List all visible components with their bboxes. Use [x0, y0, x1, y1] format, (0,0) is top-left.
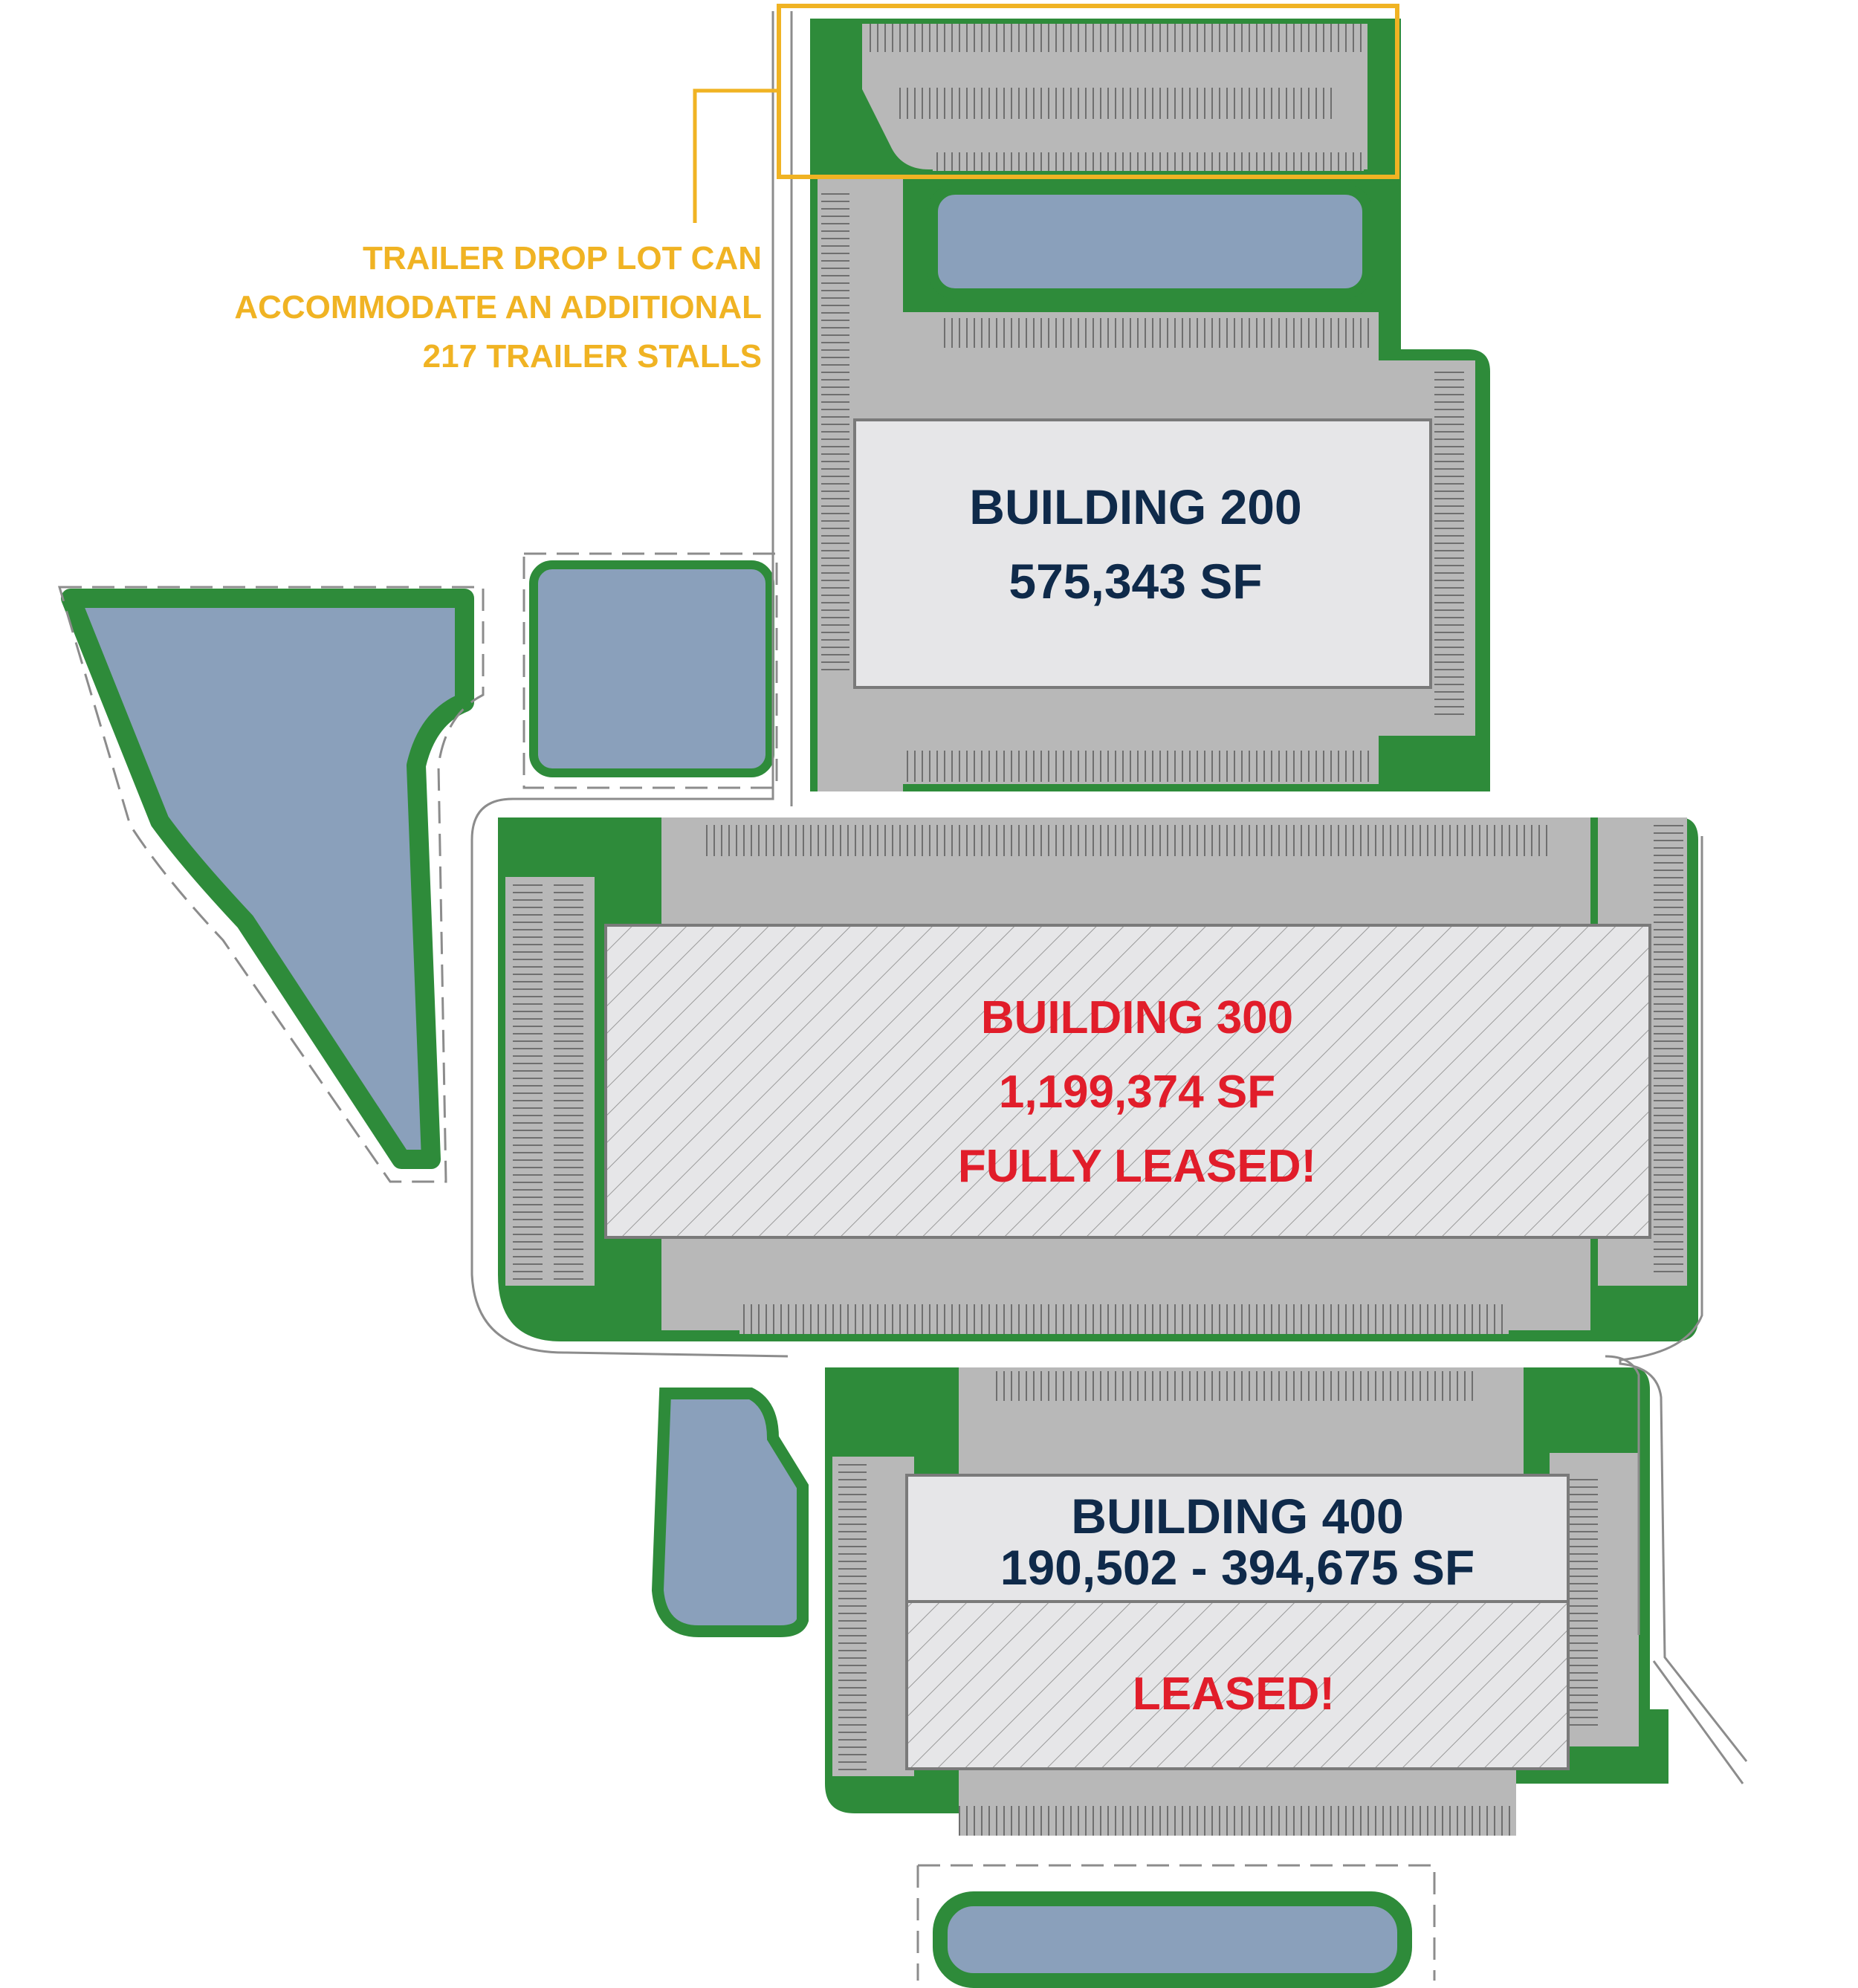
trailer-drop-callout: TRAILER DROP LOT CAN ACCOMMODATE AN ADDI… [234, 4, 1399, 375]
stalls-300-west-b [554, 881, 583, 1282]
stalls-300-east [1654, 825, 1683, 1278]
building-300-footprint [604, 924, 1651, 1239]
building-400-status: LEASED! [1133, 1668, 1335, 1720]
stalls-200-east [1434, 372, 1464, 721]
pond-south-west [651, 1388, 809, 1637]
roads [470, 11, 1748, 1784]
stalls-300-west-a [513, 881, 543, 1282]
building-400-label[interactable]: BUILDING 400 190,502 - 394,675 SF LEASED… [1000, 1489, 1475, 1720]
trailer-stalls-bottom [933, 152, 1364, 171]
callout-line-3: 217 TRAILER STALLS [423, 338, 762, 375]
stalls-200-north [940, 318, 1375, 348]
site-400 [825, 1367, 1668, 1836]
stalls-300-south [739, 1304, 1509, 1334]
building-400-leased [905, 1600, 1570, 1770]
building-300-label[interactable]: BUILDING 300 1,199,374 SF FULLY LEASED! [958, 992, 1316, 1192]
site-300 [498, 817, 1698, 1341]
road-west [470, 11, 789, 1358]
building-200-area: 575,343 SF [1009, 554, 1262, 609]
trailer-stalls-top [870, 24, 1364, 52]
trailer-stalls-mid [896, 88, 1338, 119]
road-diagonal [1652, 1660, 1744, 1784]
road-east-inner [1605, 1355, 1640, 1635]
building-200-name: BUILDING 200 [969, 479, 1301, 534]
road-east [1619, 836, 1748, 1762]
stalls-200-south [907, 751, 1371, 782]
callout-line-1: TRAILER DROP LOT CAN [363, 240, 762, 276]
pond-south [933, 1891, 1412, 1988]
stalls-300-north [702, 825, 1553, 856]
building-200-label[interactable]: BUILDING 200 575,343 SF [969, 479, 1301, 609]
west-ponds [61, 560, 809, 1637]
stalls-200-west [821, 193, 849, 676]
stalls-400-north [996, 1371, 1479, 1401]
building-300-area: 1,199,374 SF [999, 1066, 1275, 1118]
site-200 [810, 19, 1490, 791]
building-400-available [905, 1474, 1570, 1603]
stalls-400-east [1568, 1479, 1598, 1732]
pond-200 [928, 184, 1373, 299]
callout-line-2: ACCOMMODATE AN ADDITIONAL [234, 289, 762, 326]
callout-leader-line [693, 88, 779, 223]
stalls-400-south [959, 1806, 1516, 1836]
building-300-name: BUILDING 300 [981, 992, 1293, 1043]
dashed-boundaries [57, 552, 1436, 1981]
stalls-400-west [838, 1460, 867, 1772]
pond-west-large [61, 589, 474, 1169]
building-300-status: FULLY LEASED! [958, 1141, 1316, 1192]
building-400-area: 190,502 - 394,675 SF [1000, 1540, 1475, 1595]
building-200-footprint [853, 418, 1432, 689]
building-400-name: BUILDING 400 [1071, 1489, 1403, 1544]
pond-west-small [529, 560, 774, 777]
